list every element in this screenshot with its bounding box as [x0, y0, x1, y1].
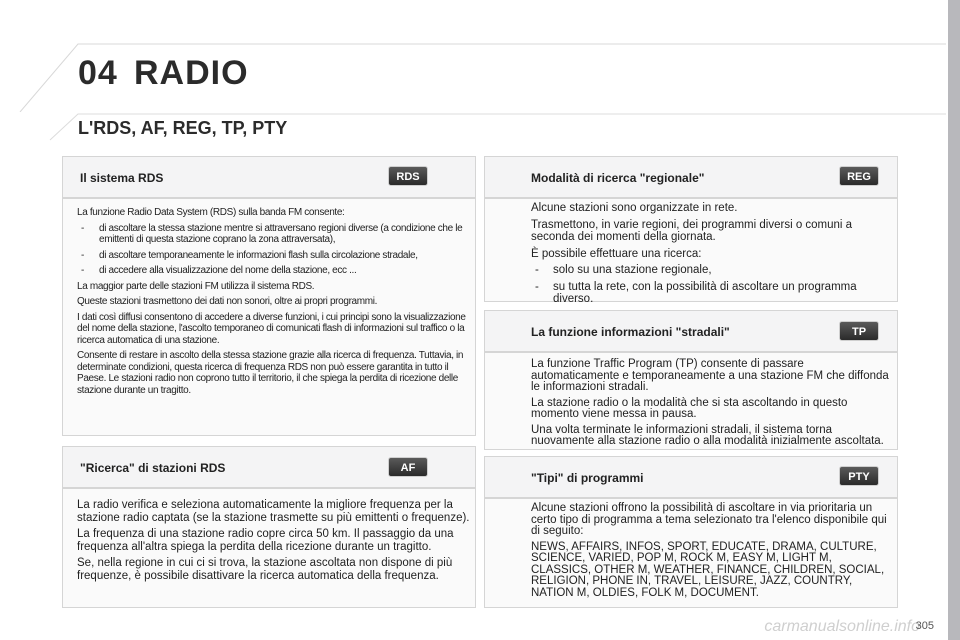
- tp-paragraph: Una volta terminate le informazioni stra…: [531, 423, 884, 447]
- tp-paragraph: La stazione radio o la modalità che si s…: [531, 396, 848, 420]
- tp-paragraph: La funzione Traffic Program (TP) consent…: [531, 358, 889, 393]
- pty-content-box: Alcune stazioni offrono la possibilità d…: [484, 498, 898, 608]
- rds-paragraph: Queste stazioni trasmettono dei dati non…: [77, 296, 378, 307]
- section-underline: [49, 113, 946, 141]
- reg-item: su tutta la rete, con la possibilità di …: [531, 281, 893, 306]
- chapter-header: 04 RADIO: [0, 0, 946, 112]
- header-decoration: [19, 43, 946, 112]
- rds-item: di accedere alla visualizzazione del nom…: [77, 265, 469, 277]
- rds-text: La funzione Radio Data System (RDS) sull…: [77, 207, 469, 400]
- af-paragraph: Se, nella regione in cui ci si trova, la…: [77, 557, 453, 582]
- reg-text: Alcune stazioni sono organizzate in rete…: [531, 202, 893, 310]
- af-paragraph: La radio verifica e seleziona automatica…: [77, 499, 470, 524]
- tp-text: La funzione Traffic Program (TP) consent…: [531, 358, 893, 452]
- pty-title: "Tipi" di programmi: [531, 471, 644, 485]
- rds-item: di ascoltare la stessa stazione mentre s…: [77, 223, 469, 246]
- reg-title: Modalità di ricerca "regionale": [531, 171, 705, 185]
- tp-content-box: La funzione Traffic Program (TP) consent…: [484, 352, 898, 450]
- rds-paragraph: I dati così diffusi consentono di accede…: [77, 311, 466, 346]
- reg-paragraph: Trasmettono, in varie regioni, dei progr…: [531, 218, 853, 244]
- page-number: 305: [915, 620, 934, 632]
- rds-title: Il sistema RDS: [80, 171, 164, 185]
- af-text: La radio verifica e seleziona automatica…: [77, 499, 473, 586]
- pty-header-box: "Tipi" di programmi PTY: [484, 456, 898, 498]
- rds-header-box: Il sistema RDS RDS: [62, 156, 476, 198]
- tp-badge-icon: TP: [839, 321, 879, 341]
- chapter-number: 04: [78, 54, 118, 92]
- rds-paragraph: Consente di restare in ascolto della ste…: [77, 350, 464, 396]
- rds-item: di ascoltare temporaneamente le informaz…: [77, 250, 469, 262]
- reg-paragraph: Alcune stazioni sono organizzate in rete…: [531, 202, 738, 214]
- reg-badge-icon: REG: [839, 166, 879, 186]
- reg-paragraph: È possibile effettuare una ricerca:: [531, 247, 702, 260]
- side-strip: [948, 0, 960, 640]
- rds-content-box: La funzione Radio Data System (RDS) sull…: [62, 198, 476, 436]
- af-badge-icon: AF: [388, 457, 428, 477]
- reg-content-box: Alcune stazioni sono organizzate in rete…: [484, 198, 898, 305]
- pty-paragraph: NEWS, AFFAIRS, INFOS, SPORT, EDUCATE, DR…: [531, 540, 885, 599]
- tp-title: La funzione informazioni "stradali": [531, 325, 730, 339]
- section-title: L'RDS, AF, REG, TP, PTY: [78, 118, 288, 138]
- watermark: carmanualsonline.info: [764, 618, 920, 635]
- af-header-box: "Ricerca" di stazioni RDS AF: [62, 446, 476, 488]
- af-paragraph: La frequenza di una stazione radio copre…: [77, 528, 454, 553]
- reg-item: solo su una stazione regionale,: [531, 264, 893, 277]
- pty-text: Alcune stazioni offrono la possibilità d…: [531, 502, 893, 603]
- pty-paragraph: Alcune stazioni offrono la possibilità d…: [531, 502, 887, 537]
- rds-paragraph: La maggior parte delle stazioni FM utili…: [77, 280, 315, 292]
- rds-badge-icon: RDS: [388, 166, 428, 186]
- af-content-box: La radio verifica e seleziona automatica…: [62, 488, 476, 608]
- af-title: "Ricerca" di stazioni RDS: [80, 461, 226, 475]
- rds-intro: La funzione Radio Data System (RDS) sull…: [77, 207, 345, 218]
- chapter-title: RADIO: [134, 54, 249, 92]
- reg-header-box: Modalità di ricerca "regionale" REG: [484, 156, 898, 198]
- pty-badge-icon: PTY: [839, 466, 879, 486]
- tp-header-box: La funzione informazioni "stradali" TP: [484, 310, 898, 352]
